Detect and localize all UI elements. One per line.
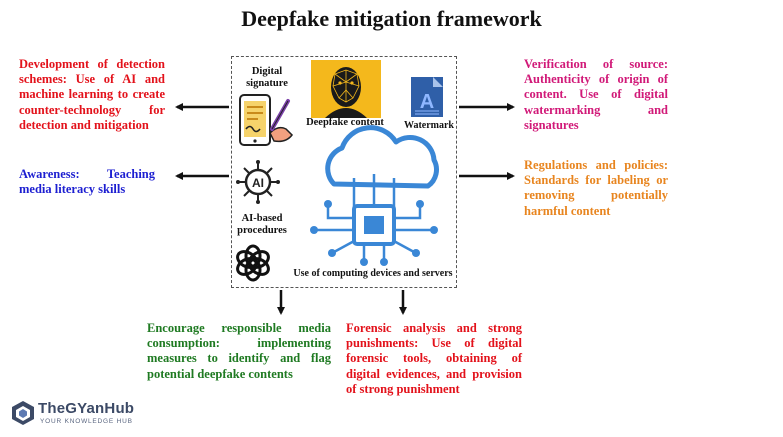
watermark-label: Watermark bbox=[404, 120, 454, 131]
watermark-icon: A bbox=[411, 77, 443, 117]
digital-signature-icon bbox=[239, 94, 293, 146]
logo-name: TheGYanHub bbox=[38, 400, 135, 417]
ai-based-procedures-label: AI-based procedures bbox=[237, 213, 287, 236]
verification-text: Verification of source: Authenticity of … bbox=[524, 57, 668, 132]
awareness-text: Awareness: Teaching media literacy skill… bbox=[19, 167, 155, 197]
responsible-consumption-text: Encourage responsible media consumption:… bbox=[147, 321, 331, 381]
page-title: Deepfake mitigation framework bbox=[241, 6, 542, 31]
computing-devices-label: Use of computing devices and servers bbox=[293, 268, 453, 279]
regulations-text: Regulations and policies: Standards for … bbox=[524, 158, 668, 218]
forensic-analysis-text: Forensic analysis and strong punishments… bbox=[346, 321, 522, 396]
svg-text:A: A bbox=[420, 91, 434, 113]
cloud-computing-icon bbox=[310, 125, 439, 266]
openai-knot-icon bbox=[236, 244, 270, 282]
detection-schemes-text: Development of detection schemes: Use of… bbox=[19, 57, 165, 132]
deepfake-content-label: Deepfake content bbox=[306, 117, 384, 128]
deepfake-face-icon bbox=[311, 60, 381, 118]
center-framework-box bbox=[231, 56, 457, 288]
ai-chip-text: AI bbox=[252, 176, 264, 190]
gyanhub-logo-icon bbox=[12, 401, 34, 425]
logo-tagline: YOUR KNOWLEDGE HUB bbox=[40, 418, 133, 425]
ai-brain-icon: AI bbox=[236, 160, 280, 204]
digital-signature-label: Digital signature bbox=[246, 66, 288, 89]
